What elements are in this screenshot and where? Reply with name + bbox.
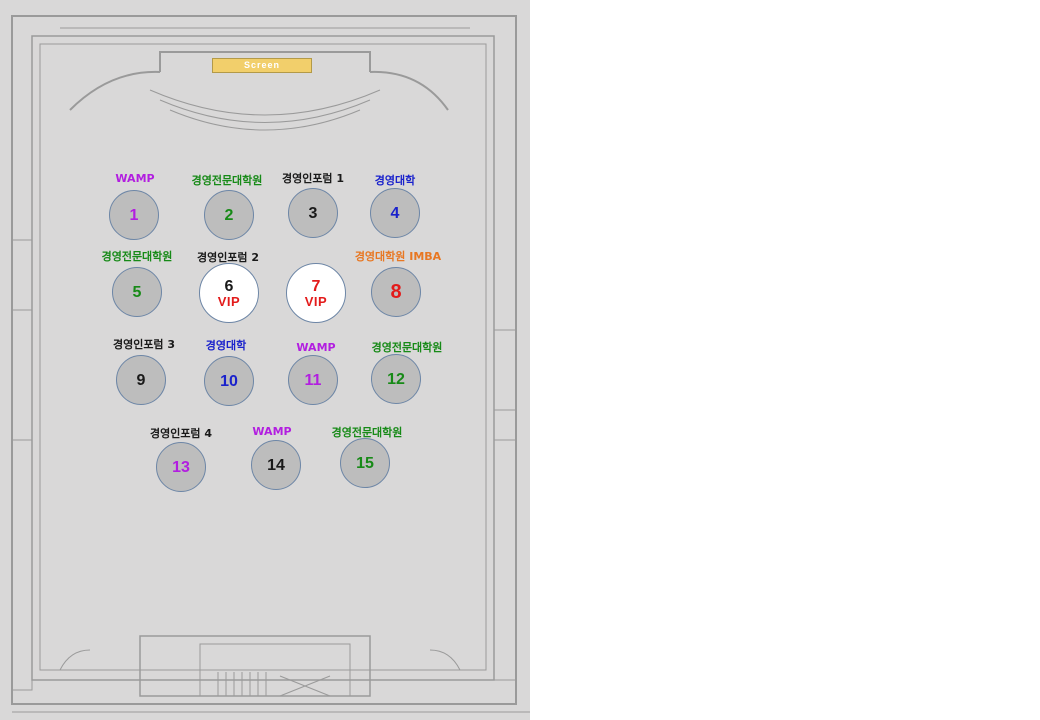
- table-group-label: 경영인포럼 3: [112, 338, 176, 351]
- table-1[interactable]: 1: [109, 190, 159, 240]
- table-number: 3: [308, 204, 318, 222]
- table-group-label: 경영전문대학원: [371, 341, 443, 354]
- table-number: 5: [132, 283, 142, 301]
- table-group-label: WAMP: [115, 172, 155, 185]
- table-number: 2: [224, 206, 234, 224]
- table-4[interactable]: 4: [370, 188, 420, 238]
- table-group-label: 경영전문대학원: [101, 250, 173, 263]
- table-number: 8: [390, 280, 402, 303]
- table-group-label: 경영전문대학원: [331, 426, 403, 439]
- table-13[interactable]: 13: [156, 442, 206, 492]
- table-number: 10: [220, 372, 238, 390]
- table-number: 6: [224, 277, 234, 295]
- table-number: 4: [390, 204, 400, 222]
- table-number: 14: [267, 456, 285, 474]
- table-number: 1: [129, 206, 139, 224]
- screen-bar: Screen: [212, 58, 312, 73]
- table-number: 13: [172, 458, 190, 476]
- table-group-label: WAMP: [296, 341, 336, 354]
- table-group-label: 경영인포럼 1: [281, 172, 345, 185]
- table-12[interactable]: 12: [371, 354, 421, 404]
- table-5[interactable]: 5: [112, 267, 162, 317]
- table-9[interactable]: 9: [116, 355, 166, 405]
- table-number: 11: [304, 371, 322, 389]
- table-11[interactable]: 11: [288, 355, 338, 405]
- table-number: 12: [387, 370, 405, 388]
- table-group-label: 경영대학: [374, 174, 416, 187]
- table-2[interactable]: 2: [204, 190, 254, 240]
- table-group-label: 경영인포럼 4: [149, 427, 213, 440]
- table-group-label: WAMP: [252, 425, 292, 438]
- table-number: 9: [136, 371, 146, 389]
- table-group-label: 경영대학: [205, 339, 247, 352]
- vip-badge: VIP: [304, 293, 328, 309]
- table-15[interactable]: 15: [340, 438, 390, 488]
- table-10[interactable]: 10: [204, 356, 254, 406]
- floor-plan-walls: [11, 15, 530, 713]
- table-number: 7: [311, 277, 321, 295]
- table-group-label: 경영전문대학원: [191, 174, 263, 187]
- floor-plan: Screen WAMP 1 경영전문대학원 2 경영인포럼 1 3 경영대학 4 경영전문대학원…: [0, 0, 530, 720]
- table-number: 15: [356, 454, 374, 472]
- vip-badge: VIP: [217, 293, 241, 309]
- table-14[interactable]: 14: [251, 440, 301, 490]
- table-group-label: 경영대학원 IMBA: [354, 250, 442, 263]
- table-8[interactable]: 8: [371, 267, 421, 317]
- table-3[interactable]: 3: [288, 188, 338, 238]
- table-group-label: 경영인포럼 2: [196, 251, 260, 264]
